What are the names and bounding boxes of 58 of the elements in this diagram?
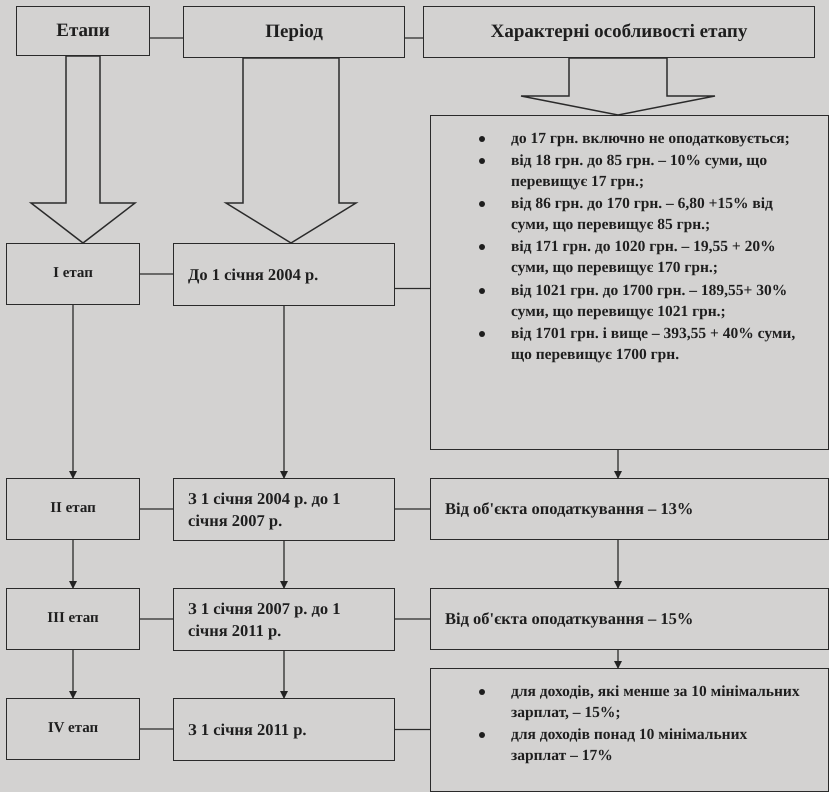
period-label: З 1 січня 2004 р. до 1 січня 2007 р.	[188, 488, 342, 531]
bullet-item: до 17 грн. включно не оподатковується;	[511, 130, 790, 147]
arrow	[280, 541, 288, 589]
stage-box	[6, 698, 140, 760]
process-box	[173, 478, 395, 541]
column-header: Характерні особливості етапу	[490, 20, 748, 44]
stage-label: ІІІ етап	[47, 609, 99, 628]
bullet-item: від 18 грн. до 85 грн. – 10% суми, що перевищує 17 грн.;	[511, 152, 768, 190]
stage-box	[6, 588, 140, 650]
feature-text: Від об'єкта оподаткування – 13%	[445, 498, 694, 520]
stage-label: І етап	[53, 264, 93, 284]
arrow	[69, 305, 77, 479]
connector-line	[140, 728, 173, 730]
arrow	[280, 306, 288, 479]
arrow	[69, 650, 77, 699]
process-box	[430, 588, 829, 650]
arrow	[280, 651, 288, 699]
connector-line	[405, 37, 423, 39]
connector-line	[395, 618, 430, 620]
bullet-item: для доходів, які менше за 10 мінімальних зарплат, – 15%;	[511, 683, 800, 722]
process-box	[173, 588, 395, 651]
header-box	[16, 6, 150, 56]
header-box	[423, 6, 815, 58]
column-header: Період	[265, 20, 323, 44]
process-box	[173, 243, 395, 306]
connector-line	[140, 273, 173, 275]
process-box	[430, 115, 829, 450]
block-arrow	[520, 57, 716, 116]
connector-line	[140, 508, 173, 510]
connector-line	[140, 618, 173, 620]
connector-line	[395, 728, 430, 730]
stage-label: IV етап	[48, 719, 98, 738]
block-arrow	[223, 57, 359, 244]
connector-line	[395, 288, 430, 290]
bullet-item: від 171 грн. до 1020 грн. – 19,55 + 20% суми, що перевищує 170 грн.;	[511, 238, 776, 276]
bullet-item: для доходів понад 10 мінімальних зарплат – 17%	[511, 726, 748, 764]
period-label: До 1 січня 2004 р.	[188, 264, 318, 286]
connector-line	[150, 37, 183, 39]
feature-text: Від об'єкта оподаткування – 15%	[445, 608, 694, 630]
block-arrow	[28, 55, 138, 244]
bullet-item: від 1021 грн. до 1700 грн. – 189,55+ 30% суми, що перевищує 1021 грн.;	[511, 282, 788, 320]
process-box	[430, 478, 829, 540]
header-box	[183, 6, 405, 58]
arrow	[69, 540, 77, 589]
stage-box	[6, 478, 140, 540]
bullet-item: від 1701 грн. і вище – 393,55 + 40% суми, що перевищує 1700 грн.	[511, 324, 796, 363]
stage-label: ІІ етап	[50, 499, 96, 518]
period-label: З 1 січня 2011 р.	[188, 718, 306, 740]
process-box	[173, 698, 395, 761]
period-label: З 1 січня 2007 р. до 1 січня 2011 р.	[188, 598, 342, 641]
arrow	[614, 650, 622, 669]
arrow	[614, 540, 622, 589]
stage-box	[6, 243, 140, 305]
process-box	[430, 668, 829, 792]
column-header: Етапи	[56, 18, 110, 43]
bullet-item: від 86 грн. до 170 грн. – 6,80 +15% від суми, що перевищує 85 грн.;	[511, 195, 773, 234]
connector-line	[395, 508, 430, 510]
arrow	[614, 450, 622, 479]
